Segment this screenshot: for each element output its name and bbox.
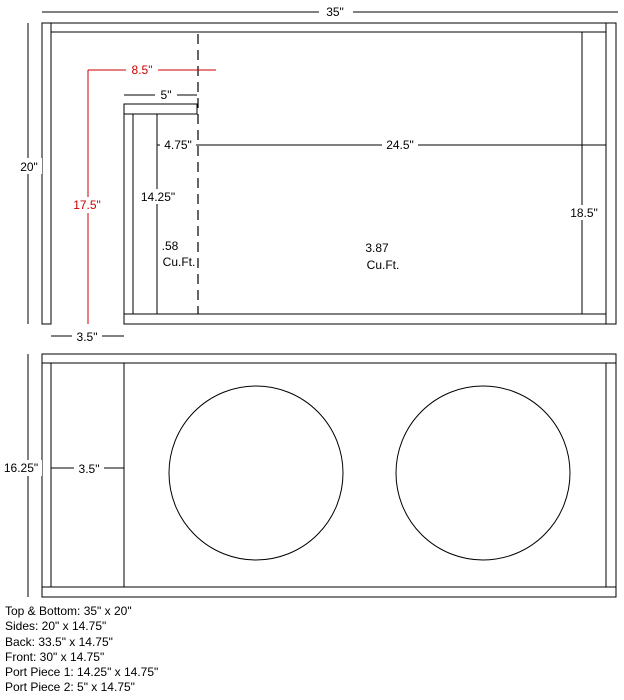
cut-list-item: Front: 30" x 14.75" [5,649,105,664]
port-offset-label: 8.5" [132,63,153,77]
port-volume-value: .58 [162,239,179,253]
cut-list: Top & Bottom: 35" x 20" Sides: 20" x 14.… [5,604,158,696]
right-inner-brace [581,31,607,315]
cut-list-item: Port Piece 1: 14.25" x 14.75" [5,665,159,680]
front-left-side [41,362,52,588]
height-label: 20" [20,160,38,174]
driver-hole-right [395,385,571,561]
back-panel [41,22,617,33]
left-side-panel [41,22,52,325]
right-side-panel [605,22,617,325]
front-right-side [605,362,617,588]
port-gap-label: 4.75" [164,138,192,152]
cut-list-item: Port Piece 2: 5" x 14.75" [5,680,135,695]
main-volume-unit: Cu.Ft. [367,258,400,272]
port-length-label: 17.5" [73,198,101,212]
port-width-label: 3.5" [79,462,100,476]
front-view: 16.25" 3.5" [2,353,617,598]
port-piece-length-label: 14.25" [141,190,175,204]
main-volume-value: 3.87 [365,241,389,255]
top-view: 35" 20" 17.5" 8.5" 5" [16,4,618,344]
inner-height-label: 18.5" [570,206,598,220]
cut-list-item: Top & Bottom: 35" x 20" [5,604,132,618]
port-outer-wall [123,113,134,315]
driver-hole-left [168,385,344,561]
port-volume-unit: Cu.Ft. [163,255,196,269]
side-offset-label: 3.5" [77,330,98,344]
cut-list-item: Back: 33.5" x 14.75" [5,634,113,649]
front-height-label: 16.25" [4,461,38,475]
front-top-panel [41,353,617,364]
chamber-length-label: 24.5" [386,138,414,152]
cut-list-item: Sides: 20" x 14.75" [5,619,107,634]
front-baffle [123,313,607,325]
port-cap-piece [123,103,198,115]
port-cap-label: 5" [161,88,172,102]
width-label: 35" [326,5,344,19]
front-bottom-panel [41,586,617,598]
